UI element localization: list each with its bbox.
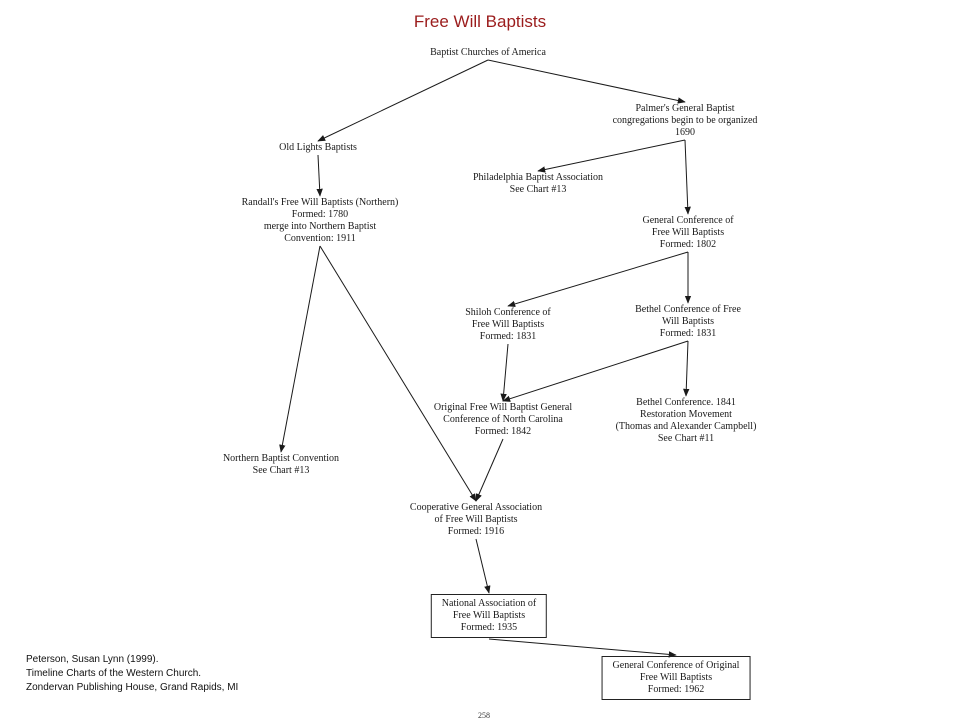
node-palmers-general-baptist: Palmer's General Baptist congregations b… [613, 103, 758, 139]
node-line: Formed: 1935 [460, 622, 518, 633]
node-line: Restoration Movement [640, 409, 732, 420]
node-line: General Conference of [642, 215, 734, 226]
node-national-association-fwb: National Association of Free Will Baptis… [430, 594, 548, 638]
edge-original_fwb_nc-to-cooperative [475, 438, 504, 502]
node-line: Will Baptists [661, 316, 715, 327]
edge-bethel_fwb-to-original_fwb_nc [502, 340, 689, 402]
node-line: Free Will Baptists [639, 672, 713, 683]
edge-palmers-to-philadelphia [537, 139, 686, 173]
node-shiloh-conference: Shiloh Conference of Free Will Baptists … [465, 307, 551, 343]
node-line: Formed: 1916 [447, 526, 505, 537]
edge-general_conf_fwb-to-shiloh [507, 251, 689, 307]
node-line: Formed: 1842 [474, 426, 532, 437]
edge-old_lights-to-randalls [316, 154, 323, 197]
node-line: congregations begin to be organized [612, 115, 758, 126]
node-line: Baptist Churches of America [430, 47, 546, 58]
node-line: Bethel Conference. 1841 [636, 397, 736, 408]
node-line: See Chart #13 [509, 184, 567, 195]
node-bethel-conference-fwb: Bethel Conference of Free Will Baptists … [635, 304, 741, 340]
node-general-conference-fwb: General Conference of Free Will Baptists… [642, 215, 733, 251]
node-line: General Conference of Original [612, 660, 740, 671]
node-line: Conference of North Carolina [443, 414, 563, 425]
node-line: Formed: 1831 [479, 331, 537, 342]
node-line: of Free Will Baptists [434, 514, 518, 525]
edge-shiloh-to-original_fwb_nc [500, 343, 509, 402]
citation-line: Timeline Charts of the Western Church. [26, 668, 202, 679]
node-old-lights-baptists: Old Lights Baptists [279, 142, 357, 154]
node-line: merge into Northern Baptist [263, 221, 377, 232]
node-line: Free Will Baptists [651, 227, 725, 238]
node-line: Northern Baptist Convention [222, 453, 340, 464]
edge-national_assoc-to-general_conf_original [488, 638, 677, 658]
node-line: Formed: 1831 [659, 328, 717, 339]
edge-randalls-to-cooperative [319, 245, 477, 502]
node-line: Palmer's General Baptist [635, 103, 735, 114]
node-line: Bethel Conference of Free [635, 304, 741, 315]
edge-cooperative-to-national_assoc [475, 538, 491, 594]
node-line: See Chart #11 [657, 433, 715, 444]
node-line: Old Lights Baptists [279, 142, 357, 153]
edge-randalls-to-northern_baptist [279, 245, 321, 453]
node-line: Shiloh Conference of [465, 307, 551, 318]
citation-line: Peterson, Susan Lynn (1999). [26, 654, 159, 665]
node-line: Formed: 1802 [659, 239, 717, 250]
edge-bethel_fwb-to-bethel_1841 [683, 340, 690, 397]
node-line: Convention: 1911 [284, 233, 356, 244]
node-line: Original Free Will Baptist General [433, 402, 573, 413]
node-line: Cooperative General Association [409, 502, 543, 513]
diagram-title: Free Will Baptists [413, 12, 547, 31]
source-citation: Peterson, Susan Lynn (1999). Timeline Ch… [26, 653, 238, 695]
node-line: (Thomas and Alexander Campbell) [615, 421, 757, 432]
page-number: 258 [478, 711, 490, 720]
node-line: Free Will Baptists [471, 319, 545, 330]
node-line: See Chart #13 [252, 465, 310, 476]
node-line: Philadelphia Baptist Association [473, 172, 603, 183]
node-bethel-conference-1841: Bethel Conference. 1841 Restoration Move… [616, 397, 757, 445]
edge-baptist_churches-to-old_lights [317, 59, 489, 142]
node-line: Formed: 1962 [647, 684, 705, 695]
node-line: 1690 [675, 127, 695, 138]
node-original-fwb-north-carolina: Original Free Will Baptist General Confe… [434, 402, 572, 438]
node-cooperative-general-association: Cooperative General Association of Free … [410, 502, 542, 538]
node-line: National Association of [441, 598, 537, 609]
node-line: Randall's Free Will Baptists (Northern) [241, 197, 399, 208]
node-baptist-churches-of-america: Baptist Churches of America [430, 47, 546, 59]
edge-palmers-to-general_conf_fwb [684, 139, 691, 215]
node-philadelphia-baptist-association: Philadelphia Baptist Association See Cha… [473, 172, 603, 196]
node-line: Free Will Baptists [452, 610, 526, 621]
node-general-conference-original-fwb: General Conference of Original Free Will… [601, 656, 751, 700]
node-northern-baptist-convention: Northern Baptist Convention See Chart #1… [223, 453, 339, 477]
node-randalls-free-will-baptists: Randall's Free Will Baptists (Northern) … [242, 197, 399, 245]
edge-baptist_churches-to-palmers [487, 59, 686, 104]
citation-line: Zondervan Publishing House, Grand Rapids… [26, 682, 239, 693]
node-line: Formed: 1780 [291, 209, 349, 220]
